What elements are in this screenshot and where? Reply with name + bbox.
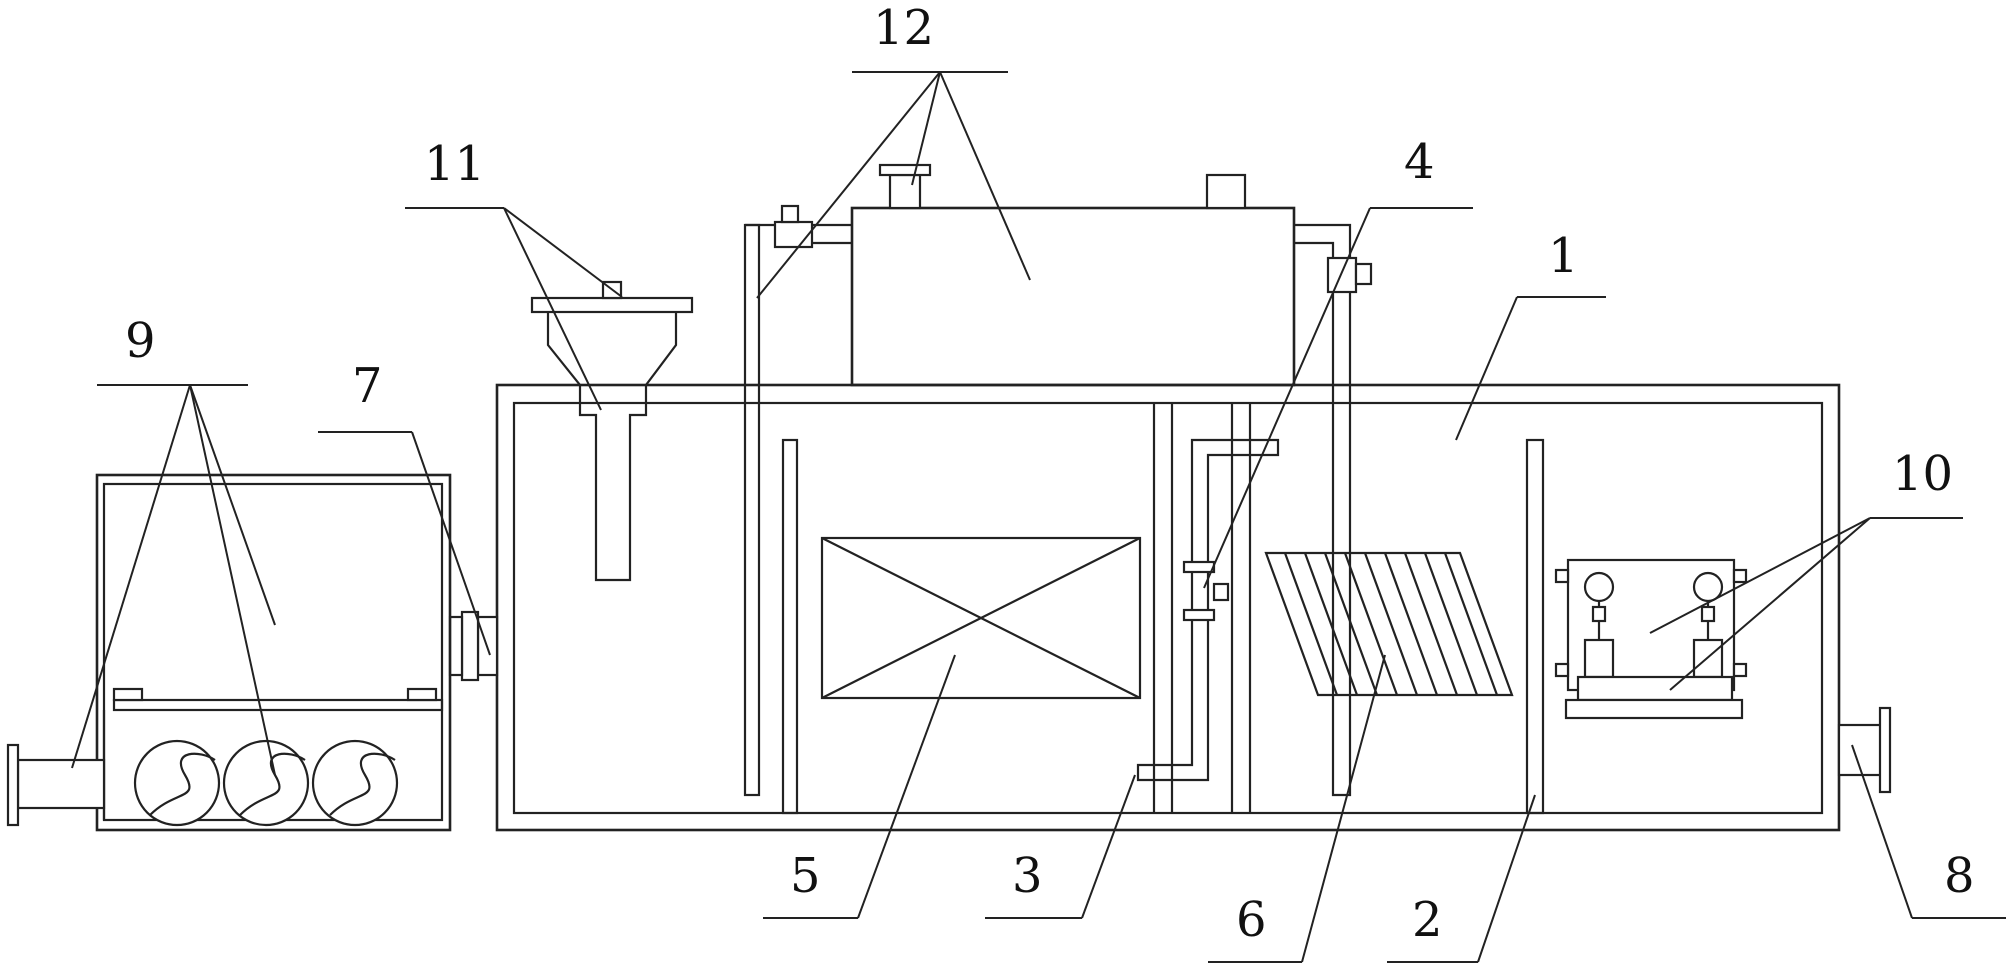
valve-4 <box>1182 560 1230 622</box>
label-8: 8 <box>1944 848 1975 904</box>
label-4: 4 <box>1404 134 1435 190</box>
right-feed-pipe <box>1294 223 1373 797</box>
label-3: 3 <box>1012 848 1043 904</box>
inclined-plates <box>1264 551 1514 697</box>
auger-2 <box>222 739 310 827</box>
label-6: 6 <box>1236 892 1267 948</box>
left-feed-pipe <box>745 204 852 249</box>
main-tank <box>495 383 1841 832</box>
coupling <box>448 610 499 682</box>
auger-3 <box>311 739 399 827</box>
transfer-pipe <box>1136 438 1280 782</box>
hopper <box>530 280 694 582</box>
label-7: 7 <box>352 358 383 414</box>
outlet-pipe <box>1837 706 1892 794</box>
filter-block <box>820 536 1142 700</box>
label-12: 12 <box>873 0 934 56</box>
screw-conveyor <box>6 473 452 832</box>
left-partitions <box>743 223 799 815</box>
auger-1 <box>133 739 221 827</box>
label-2: 2 <box>1412 892 1443 948</box>
label-1: 1 <box>1548 228 1579 284</box>
label-9: 9 <box>125 313 156 369</box>
middle-partition <box>1152 403 1252 813</box>
part-labels: 12 11 4 1 9 7 10 5 3 6 2 8 <box>125 0 1975 948</box>
top-tank <box>850 163 1296 387</box>
label-10: 10 <box>1892 446 1953 502</box>
right-partition <box>1525 438 1545 815</box>
control-unit <box>1554 558 1748 720</box>
label-11: 11 <box>424 136 485 192</box>
label-5: 5 <box>790 848 821 904</box>
leader-lines <box>71 71 2006 963</box>
